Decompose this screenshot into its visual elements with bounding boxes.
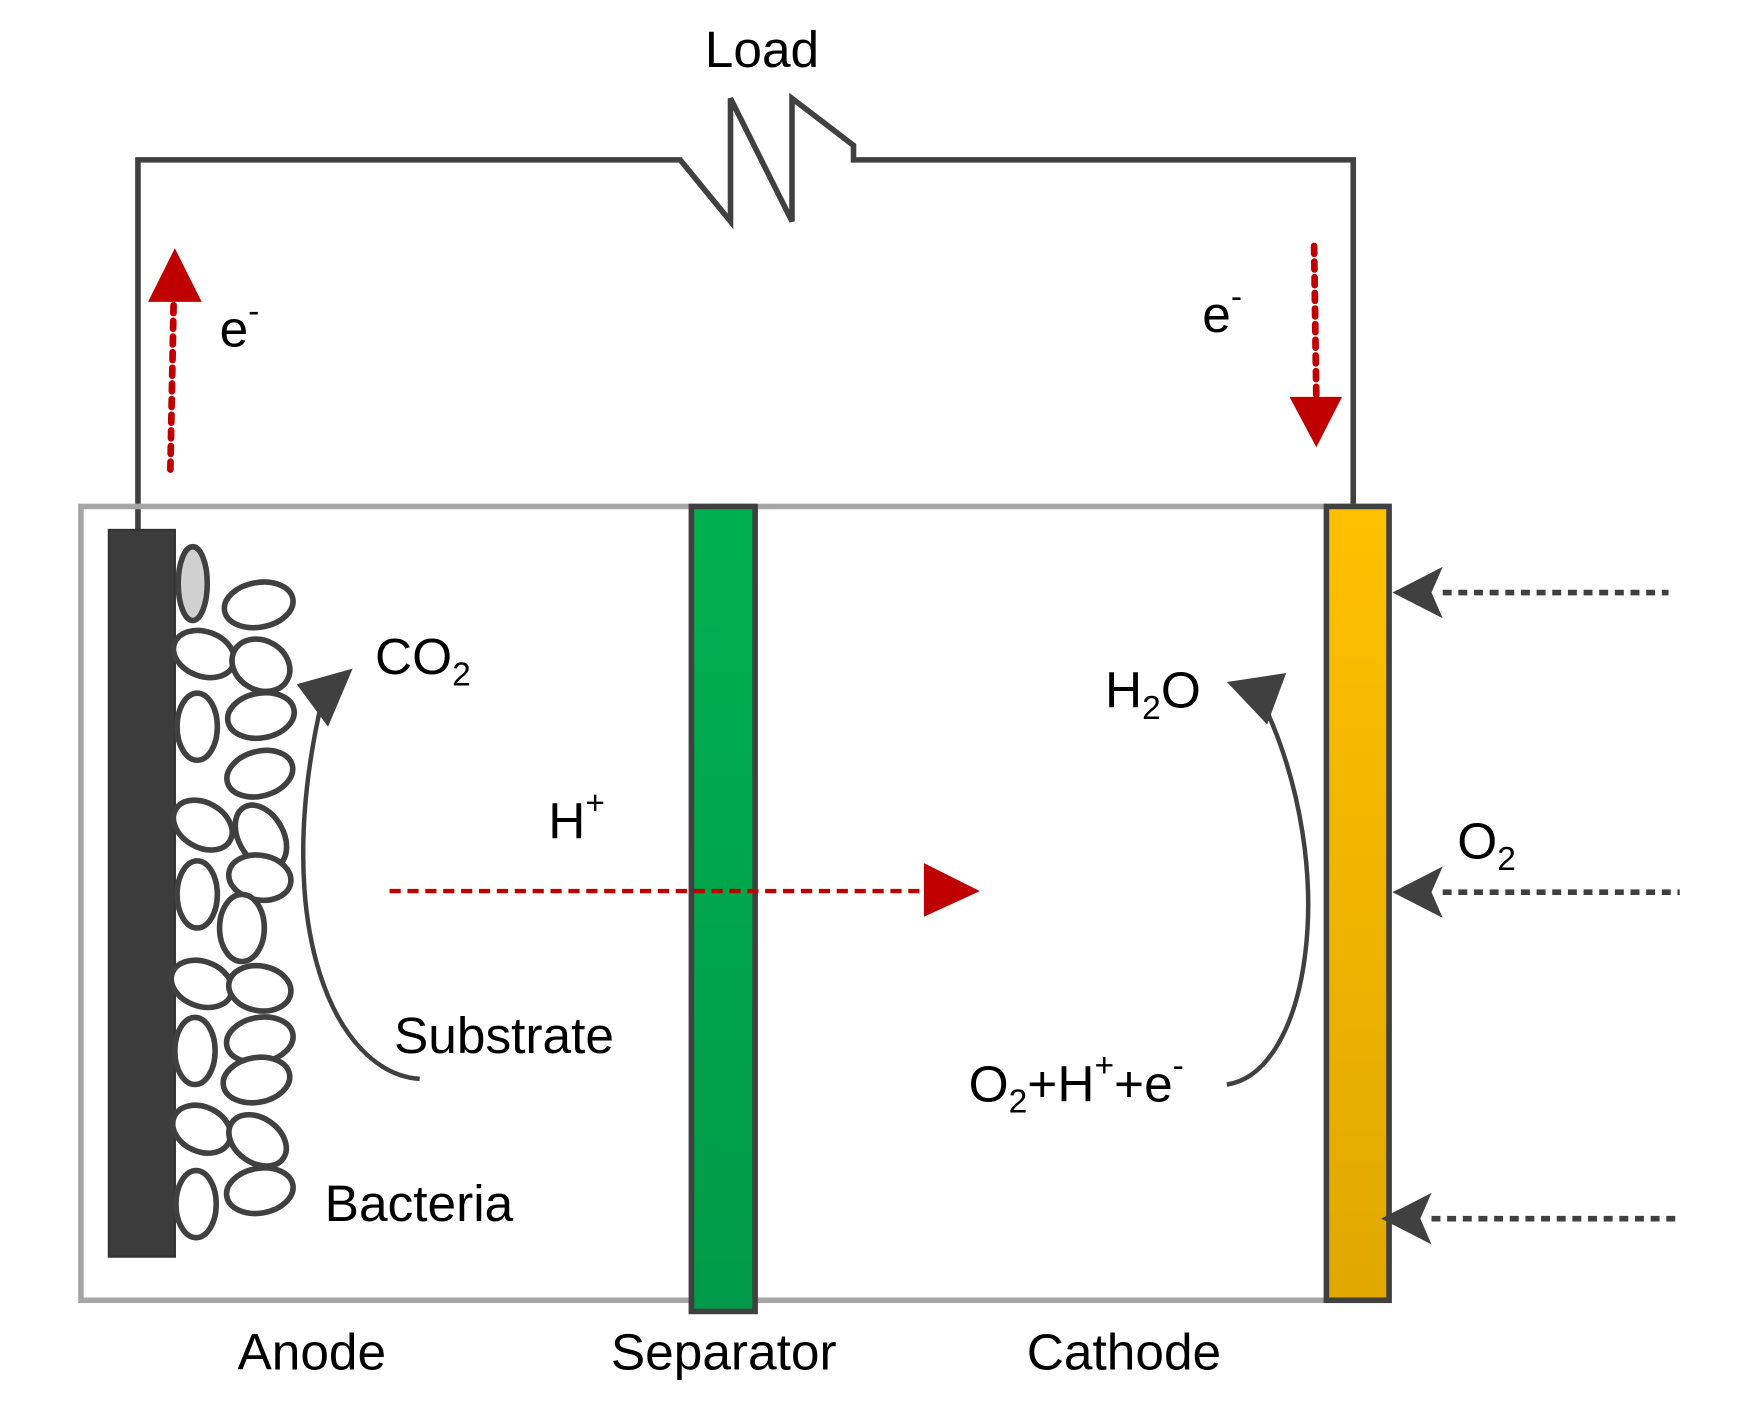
anode-label: Anode [237,1323,386,1381]
cathode-label: Cathode [1027,1323,1221,1381]
oxygen-arrow-top [1392,566,1669,619]
electron-arrow-down [1289,242,1343,448]
bacterium-cell [226,1111,290,1169]
bacterium-cell [221,579,296,631]
substrate-label: Substrate [394,1006,614,1064]
bacterium-cell [170,797,235,853]
proton-arrow [389,863,980,917]
circuit-wire [135,92,1357,532]
bacteria-cluster [168,543,297,1241]
proton-label: H+ [548,785,605,850]
water-label: H2O [1105,661,1201,727]
anode-electrode [107,528,176,1258]
oxygen-arrow-bottom [1381,1192,1682,1245]
bacterium-cell [174,690,221,764]
bacterium-cell [173,1167,220,1241]
bacteria-label: Bacteria [325,1174,514,1232]
electron-label-left: e- [220,293,260,358]
separator-membrane [688,503,758,1315]
bacterium-cell [224,747,296,800]
oxygen-label: O2 [1457,812,1516,878]
oxygen-arrow-middle [1392,866,1680,918]
bacterium-cell [170,627,238,681]
separator-label: Separator [611,1323,837,1381]
bacterium-cell [175,543,211,624]
bacterium-cell [172,1014,218,1088]
bacterium-cell [224,689,297,742]
bacterium-cell [223,1165,296,1217]
cathode-reaction-label: O2+H++e- [969,1048,1184,1121]
bacterium-cell [174,858,221,931]
bacterium-cell [225,962,294,1014]
substrate-to-co2-arrow [296,668,420,1082]
bacterium-cell [216,891,268,965]
electron-arrow-up [148,248,202,473]
reaction-to-water-arrow [1226,673,1311,1087]
cathode-electrode [1323,503,1392,1304]
load-label: Load [705,20,819,78]
co2-label: CO2 [375,627,471,693]
bacterium-cell [220,1054,293,1106]
electron-label-right: e- [1202,278,1242,343]
bacterium-cell [229,636,293,695]
